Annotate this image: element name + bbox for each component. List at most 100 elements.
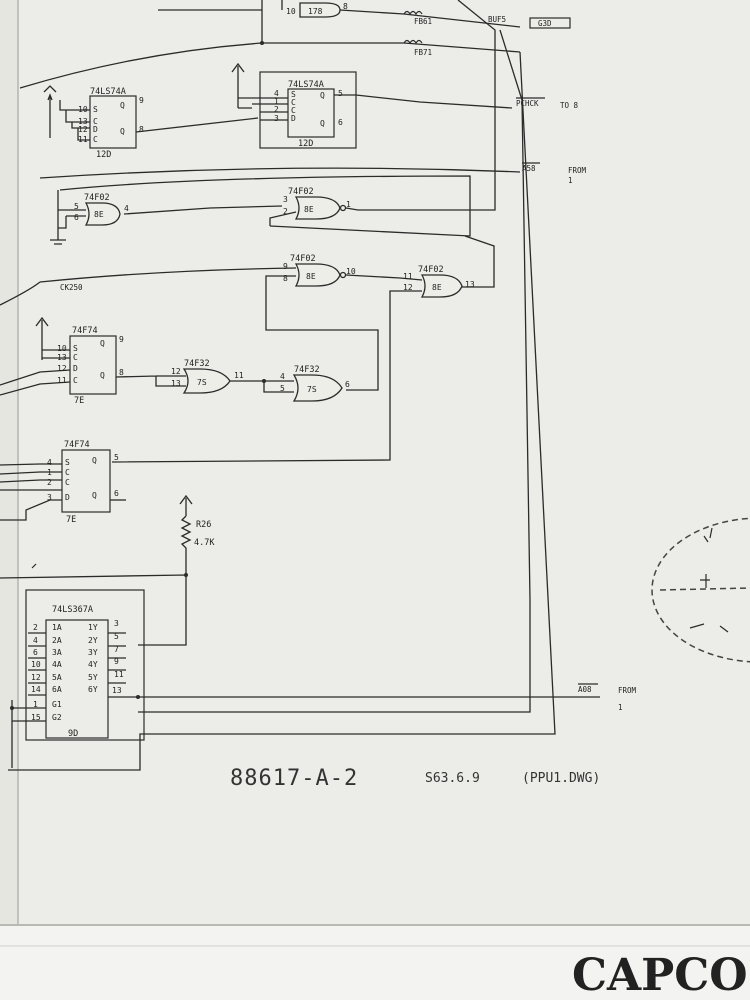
- resistor-r26: R26 4.7K: [0, 494, 215, 646]
- u9d-lpin: 6: [33, 648, 38, 657]
- or-gate-o2: [292, 374, 343, 402]
- a58-net: A58 FROM 1: [39, 162, 587, 237]
- ff-74ls74a-left-body: [89, 95, 137, 149]
- o1-ref: 7S: [197, 378, 207, 387]
- ff-74ls74a-left: 74LS74A 10 13 12 11 S C D C Q Q 9 8 12D: [43, 85, 259, 160]
- u9d-llabel: 5A: [52, 673, 62, 682]
- g1-in1: 5: [74, 202, 79, 211]
- a08-sheet: 1: [618, 703, 623, 712]
- u9d-rpin: 5: [114, 632, 119, 641]
- u7e-b-pin: 2: [47, 478, 52, 487]
- u7e-b-pin: 1: [47, 468, 52, 477]
- u7e-a-label: C: [73, 353, 78, 362]
- u7e-a-pin: 13: [57, 353, 67, 362]
- u7e-b-label: D: [65, 493, 70, 502]
- top-ic-178: 178: [308, 7, 323, 16]
- o1-part: 74F32: [184, 359, 210, 369]
- u12a-pin: 8: [139, 125, 144, 134]
- u7e-b-pin: 4: [47, 458, 52, 467]
- u7e-b-label: C: [65, 468, 70, 477]
- or-74f32-o2: 74F32 7S 4 5 6: [280, 365, 350, 402]
- o2-out: 6: [345, 380, 350, 389]
- or-gate-o1: [182, 368, 231, 394]
- buf5-label: BUF5: [488, 15, 506, 24]
- drawing-number: 88617-A-2: [230, 766, 358, 791]
- u7e-a-label: Q: [100, 371, 105, 380]
- g1-part: 74F02: [84, 193, 110, 203]
- g2-part: 74F02: [288, 187, 314, 197]
- ff-74f74-upper-body: [69, 335, 117, 395]
- g3-in1: 9: [283, 262, 288, 271]
- u7e-a-label: C: [73, 376, 78, 385]
- a58-sheet: 1: [568, 176, 573, 185]
- u7e-b-label: C: [65, 478, 70, 487]
- ff-74ls74a-right-part: 74LS74A: [288, 80, 324, 90]
- inspection-stamp: [651, 517, 750, 663]
- u9d-rlabel: 6Y: [88, 685, 98, 694]
- nor-74f02-g3: CK250 74F02 8E 9 8 10: [0, 254, 423, 391]
- u7e-b-pin: 3: [47, 493, 52, 502]
- u9d-rlabel: 2Y: [88, 636, 98, 645]
- u9d-rpin: 9: [114, 657, 119, 666]
- u7e-b-pin: 5: [114, 453, 119, 462]
- u12a-label: C: [93, 117, 98, 126]
- r26-ref: R26: [196, 520, 211, 530]
- ff-74f74-lower-part: 74F74: [64, 440, 90, 450]
- drawing-file: (PPU1.DWG): [522, 771, 600, 786]
- o2-ref: 7S: [307, 385, 317, 394]
- ff-74f74-upper: 74F74 10 13 12 11 S C D C Q Q 9 8 7E: [0, 316, 186, 406]
- ferrite-fb71: FB71: [414, 48, 432, 57]
- buffer-74ls367a-ref: 9D: [68, 729, 78, 739]
- a58-signal: A58: [522, 164, 536, 173]
- u9d-llabel: G1: [52, 700, 62, 709]
- u9d-llabel: 6A: [52, 685, 62, 694]
- u12a-label: C: [93, 135, 98, 144]
- u12b-pin: 6: [338, 118, 343, 127]
- ff-74ls74a-left-ref: 12D: [96, 150, 111, 160]
- o2-in2: 5: [280, 384, 285, 393]
- u9d-rlabel: 5Y: [88, 673, 98, 682]
- g2-out: 1: [346, 200, 351, 209]
- g3-out: 10: [346, 267, 356, 276]
- or-74f32-o1: 74F32 7S 12 13 11: [171, 359, 294, 394]
- u12a-label: Q: [120, 127, 125, 136]
- g3-part: 74F02: [290, 254, 316, 264]
- u12a-label: S: [93, 105, 98, 114]
- buffer-74ls367a-part: 74LS367A: [52, 605, 93, 615]
- pchck-destination: TO 8: [560, 101, 579, 110]
- u7e-b-label: S: [65, 458, 70, 467]
- u9d-lpin: 10: [31, 660, 41, 669]
- u9d-lpin: 15: [31, 713, 41, 722]
- u9d-rpin: 11: [114, 670, 124, 679]
- u12b-label: D: [291, 114, 296, 123]
- u9d-lpin: 12: [31, 673, 41, 682]
- g4-out: 13: [465, 280, 475, 289]
- u12b-label: S: [291, 90, 296, 99]
- u7e-a-pin: 10: [57, 344, 67, 353]
- next-page-edge: [0, 925, 750, 1000]
- u12b-label: C: [291, 98, 296, 107]
- ff-74f74-lower-ref: 7E: [66, 515, 76, 525]
- u9d-rlabel: 1Y: [88, 623, 98, 632]
- bus-rails: [8, 0, 556, 771]
- u9d-llabel: 3A: [52, 648, 62, 657]
- o2-in1: 4: [280, 372, 285, 381]
- u12a-pin: 11: [78, 135, 88, 144]
- u12b-label: Q: [320, 119, 325, 128]
- u9d-llabel: 4A: [52, 660, 62, 669]
- g2-ref: 8E: [304, 205, 314, 214]
- u7e-b-label: Q: [92, 491, 97, 500]
- ff-74ls74a-right-ref: 12D: [298, 139, 313, 149]
- u7e-a-pin: 8: [119, 368, 124, 377]
- top-area: 10 178 8 FB61 BUF5 G3D FB71: [19, 0, 571, 89]
- u12b-label: C: [291, 106, 296, 115]
- nor-74f02-g1: 74F02 8E 5 6 4: [50, 190, 283, 245]
- u12b-pin: 3: [274, 114, 279, 123]
- u12a-pin: 13: [78, 117, 88, 126]
- g1-ref: 8E: [94, 210, 104, 219]
- a08-signal: A08: [578, 685, 592, 694]
- ff-74f74-lower-body: [61, 449, 111, 513]
- ff-74f74-upper-ref: 7E: [74, 396, 84, 406]
- u9d-rpin: 7: [114, 645, 119, 654]
